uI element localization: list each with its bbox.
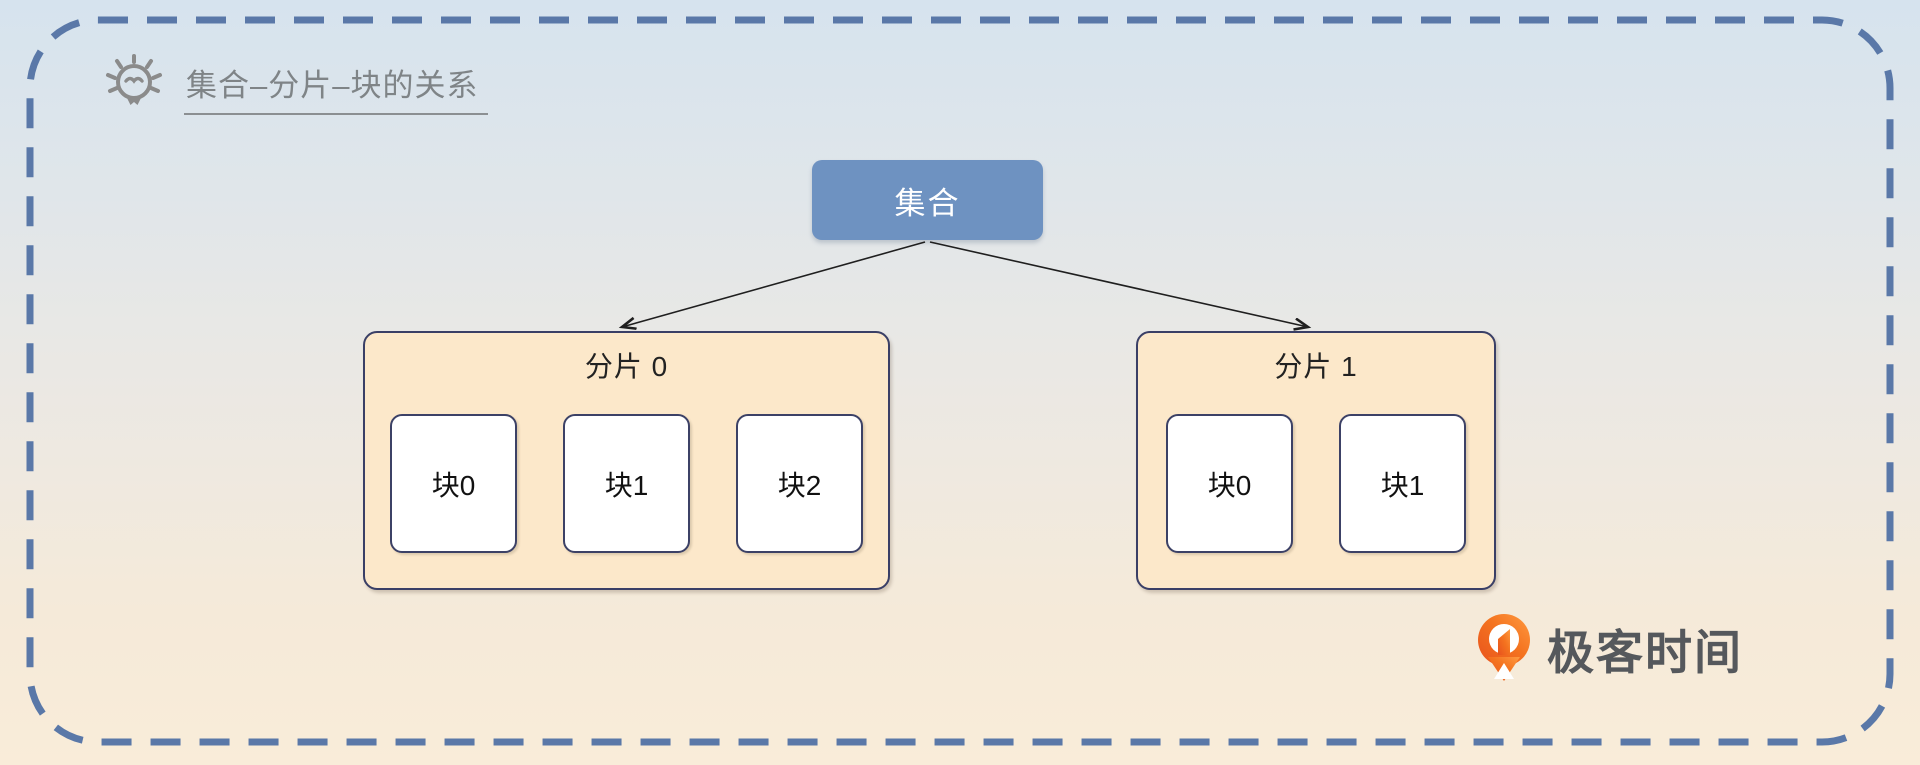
shard-1-box: 分片 1 块0 块1 [1136, 331, 1496, 590]
shard-0-chunk-0: 块0 [390, 414, 517, 553]
shard-0-chunk-2: 块2 [736, 414, 863, 553]
brand-logo: 极客时间 [1474, 612, 1743, 684]
shard-1-chunk-1: 块1 [1339, 414, 1466, 553]
edge-collection-to-shard-1 [929, 241, 1308, 327]
collection-node: 集合 [812, 160, 1043, 240]
shard-0-chunk-1: 块1 [563, 414, 690, 553]
page-title: 集合–分片–块的关系 [184, 60, 489, 115]
geektime-logo-icon [1478, 614, 1530, 681]
edge-collection-to-shard-0 [622, 241, 926, 327]
header: 集合–分片–块的关系 [100, 52, 489, 122]
shard-1-chunk-0: 块0 [1166, 414, 1293, 553]
lightbulb-icon [106, 54, 162, 105]
shard-0-chunk-row: 块0 块1 块2 [365, 414, 888, 553]
shard-0-label: 分片 0 [584, 351, 669, 382]
brand-logo-text: 极客时间 [1547, 625, 1743, 679]
shard-1-chunk-row: 块0 块1 [1138, 414, 1494, 553]
shard-0-box: 分片 0 块0 块1 块2 [363, 331, 890, 590]
shard-1-label: 分片 1 [1274, 351, 1358, 382]
